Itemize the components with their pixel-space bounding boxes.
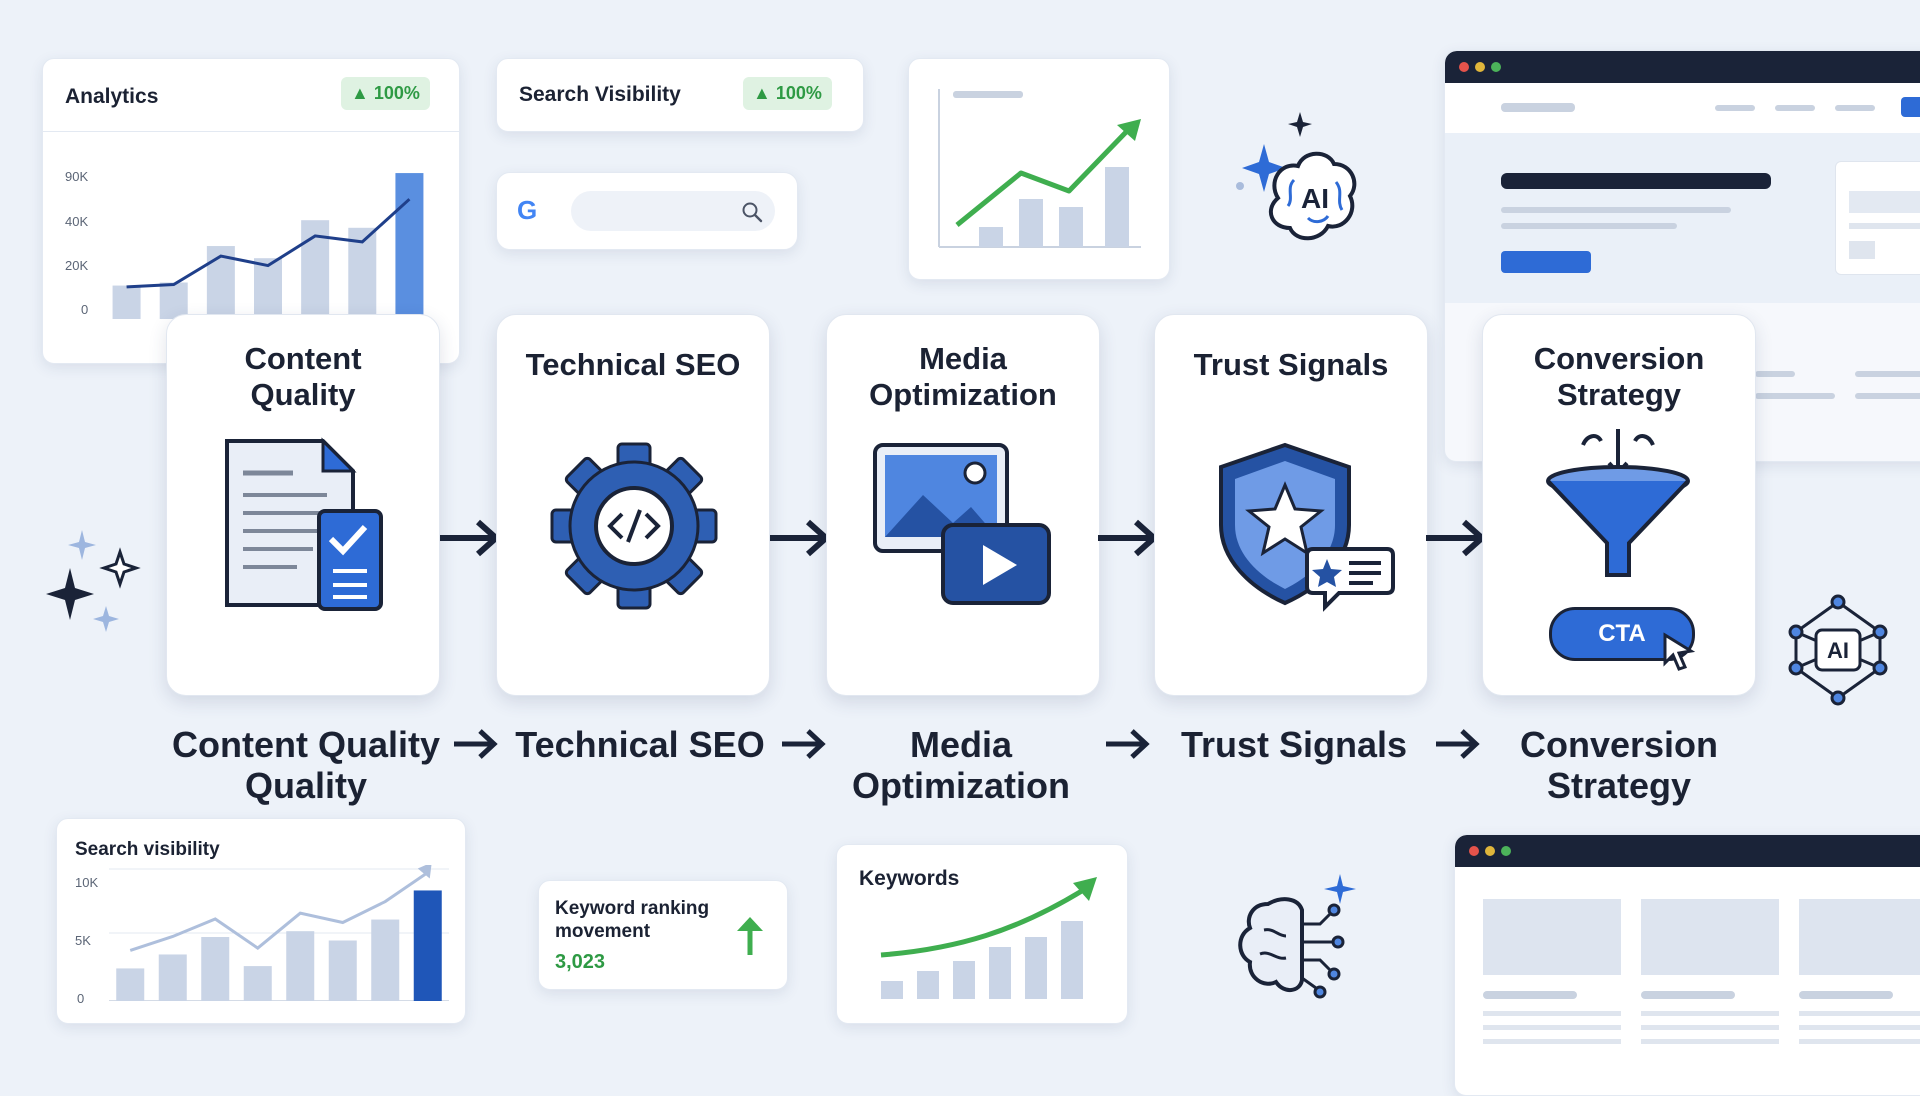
flow-label-trust-signals: Trust Signals xyxy=(1180,724,1408,765)
window-titlebar xyxy=(1445,51,1920,83)
bar xyxy=(371,919,400,1001)
bar xyxy=(413,890,442,1001)
tick-label: 5K xyxy=(75,933,91,948)
search-box-card: G xyxy=(496,172,798,250)
step-card-content-quality: Content Quality xyxy=(166,314,440,696)
up-arrow-icon xyxy=(737,917,763,955)
tick-label: 0 xyxy=(81,302,89,317)
flow-label-line: Optimization xyxy=(852,765,1070,806)
tick-label: 10K xyxy=(75,875,99,890)
step-card-media-optimization: Media Optimization xyxy=(826,314,1100,696)
tick-label: 0 xyxy=(77,991,85,1006)
cta-button-placeholder[interactable] xyxy=(1501,251,1591,273)
tick-label: 20K xyxy=(65,258,89,273)
document-checklist-icon xyxy=(225,437,383,611)
step-title: Trust Signals xyxy=(1193,347,1389,382)
google-logo-icon: G xyxy=(517,195,538,225)
analytics-title: Analytics xyxy=(65,85,159,108)
flow-arrow-icon xyxy=(782,729,826,759)
cta-label: CTA xyxy=(1598,620,1646,647)
ai-network-icon: AI xyxy=(1788,594,1888,706)
flow-arrow-icon xyxy=(454,729,498,759)
image-video-icon xyxy=(873,443,1051,605)
step-title: Conversion Strategy xyxy=(1533,341,1705,412)
step-title: Media Optimization xyxy=(869,341,1057,412)
search-visibility-chart-card: Search visibility 10K 5K 0 xyxy=(56,818,466,1024)
keywords-title: Keywords xyxy=(859,867,960,890)
bar xyxy=(159,282,188,319)
tick-label: 90K xyxy=(65,169,89,184)
flow-label-technical-seo: Technical SEO xyxy=(515,724,765,765)
bar xyxy=(243,966,272,1001)
keywords-card: Keywords xyxy=(836,844,1128,1024)
keyword-ranking-title: Keyword ranking movement xyxy=(555,898,710,942)
browser-window-bottom xyxy=(1454,834,1920,1096)
step-title: Content Quality xyxy=(244,341,362,412)
tick-label: 40K xyxy=(65,214,89,229)
bar xyxy=(286,931,315,1001)
ai-brain-icon: AI xyxy=(1236,112,1357,241)
step-card-conversion-strategy: Conversion Strategy CTA xyxy=(1482,314,1756,696)
ai-label: AI xyxy=(1301,183,1329,214)
divider xyxy=(43,131,459,132)
analytics-badge-value: 100% xyxy=(373,83,420,103)
flow-label-content-quality: Content Quality Quality xyxy=(166,724,446,806)
flow-arrow-icon xyxy=(1106,729,1150,759)
flow-label-line: Content Quality xyxy=(172,724,440,765)
analytics-card: Analytics ▲ 100% 90K 40K 20K 0 xyxy=(42,58,460,364)
flow-label-media-optimization: Media Optimization xyxy=(836,724,1086,806)
flow-label-conversion-strategy: Conversion Strategy xyxy=(1494,724,1744,806)
bar xyxy=(158,954,187,1001)
growth-chart-graphic xyxy=(938,89,1141,248)
keyword-ranking-card: Keyword ranking movement 3,023 xyxy=(538,880,788,990)
gear-code-icon xyxy=(550,442,718,610)
window-titlebar xyxy=(1455,835,1920,867)
ai-network-label: AI xyxy=(1827,638,1849,663)
analytics-badge: ▲ 100% xyxy=(341,77,430,110)
search-visibility-title: Search Visibility xyxy=(519,83,681,106)
growth-chart-card xyxy=(908,58,1170,280)
trend-arrowhead xyxy=(417,865,432,879)
keywords-growth-chart xyxy=(880,877,1097,999)
flow-arrow-icon xyxy=(1426,519,1487,557)
search-visibility-badge: ▲ 100% xyxy=(743,77,832,110)
search-input[interactable] xyxy=(571,191,775,231)
bar xyxy=(395,173,424,319)
trend-line xyxy=(129,871,429,952)
flow-label-line: Quality xyxy=(244,765,368,806)
flow-label-line: Conversion xyxy=(1519,724,1719,765)
flow-label-line: Strategy xyxy=(1546,765,1692,806)
keyword-ranking-value: 3,023 xyxy=(555,951,606,973)
sparkles-icon xyxy=(46,530,141,632)
search-visibility-badge-value: 100% xyxy=(775,83,822,103)
ai-brain-circuit-icon xyxy=(1238,874,1356,999)
bar xyxy=(201,937,230,1001)
nav-button[interactable] xyxy=(1901,97,1920,117)
bar xyxy=(328,940,357,1001)
bar xyxy=(112,285,141,319)
trend-line xyxy=(126,198,411,289)
step-title: Technical SEO xyxy=(525,347,741,382)
analytics-bar-chart xyxy=(112,173,424,319)
search-visibility-card: Search Visibility ▲ 100% xyxy=(496,58,864,132)
step-card-technical-seo: Technical SEO xyxy=(496,314,770,696)
flow-label-line: Media xyxy=(909,724,1013,765)
flow-arrow-icon xyxy=(1098,519,1159,557)
shield-star-icon xyxy=(1219,442,1395,612)
flow-arrow-icon xyxy=(770,519,831,557)
flow-arrow-icon xyxy=(440,519,501,557)
search-icon[interactable] xyxy=(741,201,763,223)
cursor-icon xyxy=(1663,632,1696,671)
search-visibility-chart-title: Search visibility xyxy=(75,839,220,860)
flow-arrow-icon xyxy=(1436,729,1480,759)
funnel-icon xyxy=(1546,429,1690,577)
bar xyxy=(254,258,282,319)
bar xyxy=(116,968,145,1001)
search-visibility-bar-chart xyxy=(109,865,449,1001)
step-card-trust-signals: Trust Signals xyxy=(1154,314,1428,696)
